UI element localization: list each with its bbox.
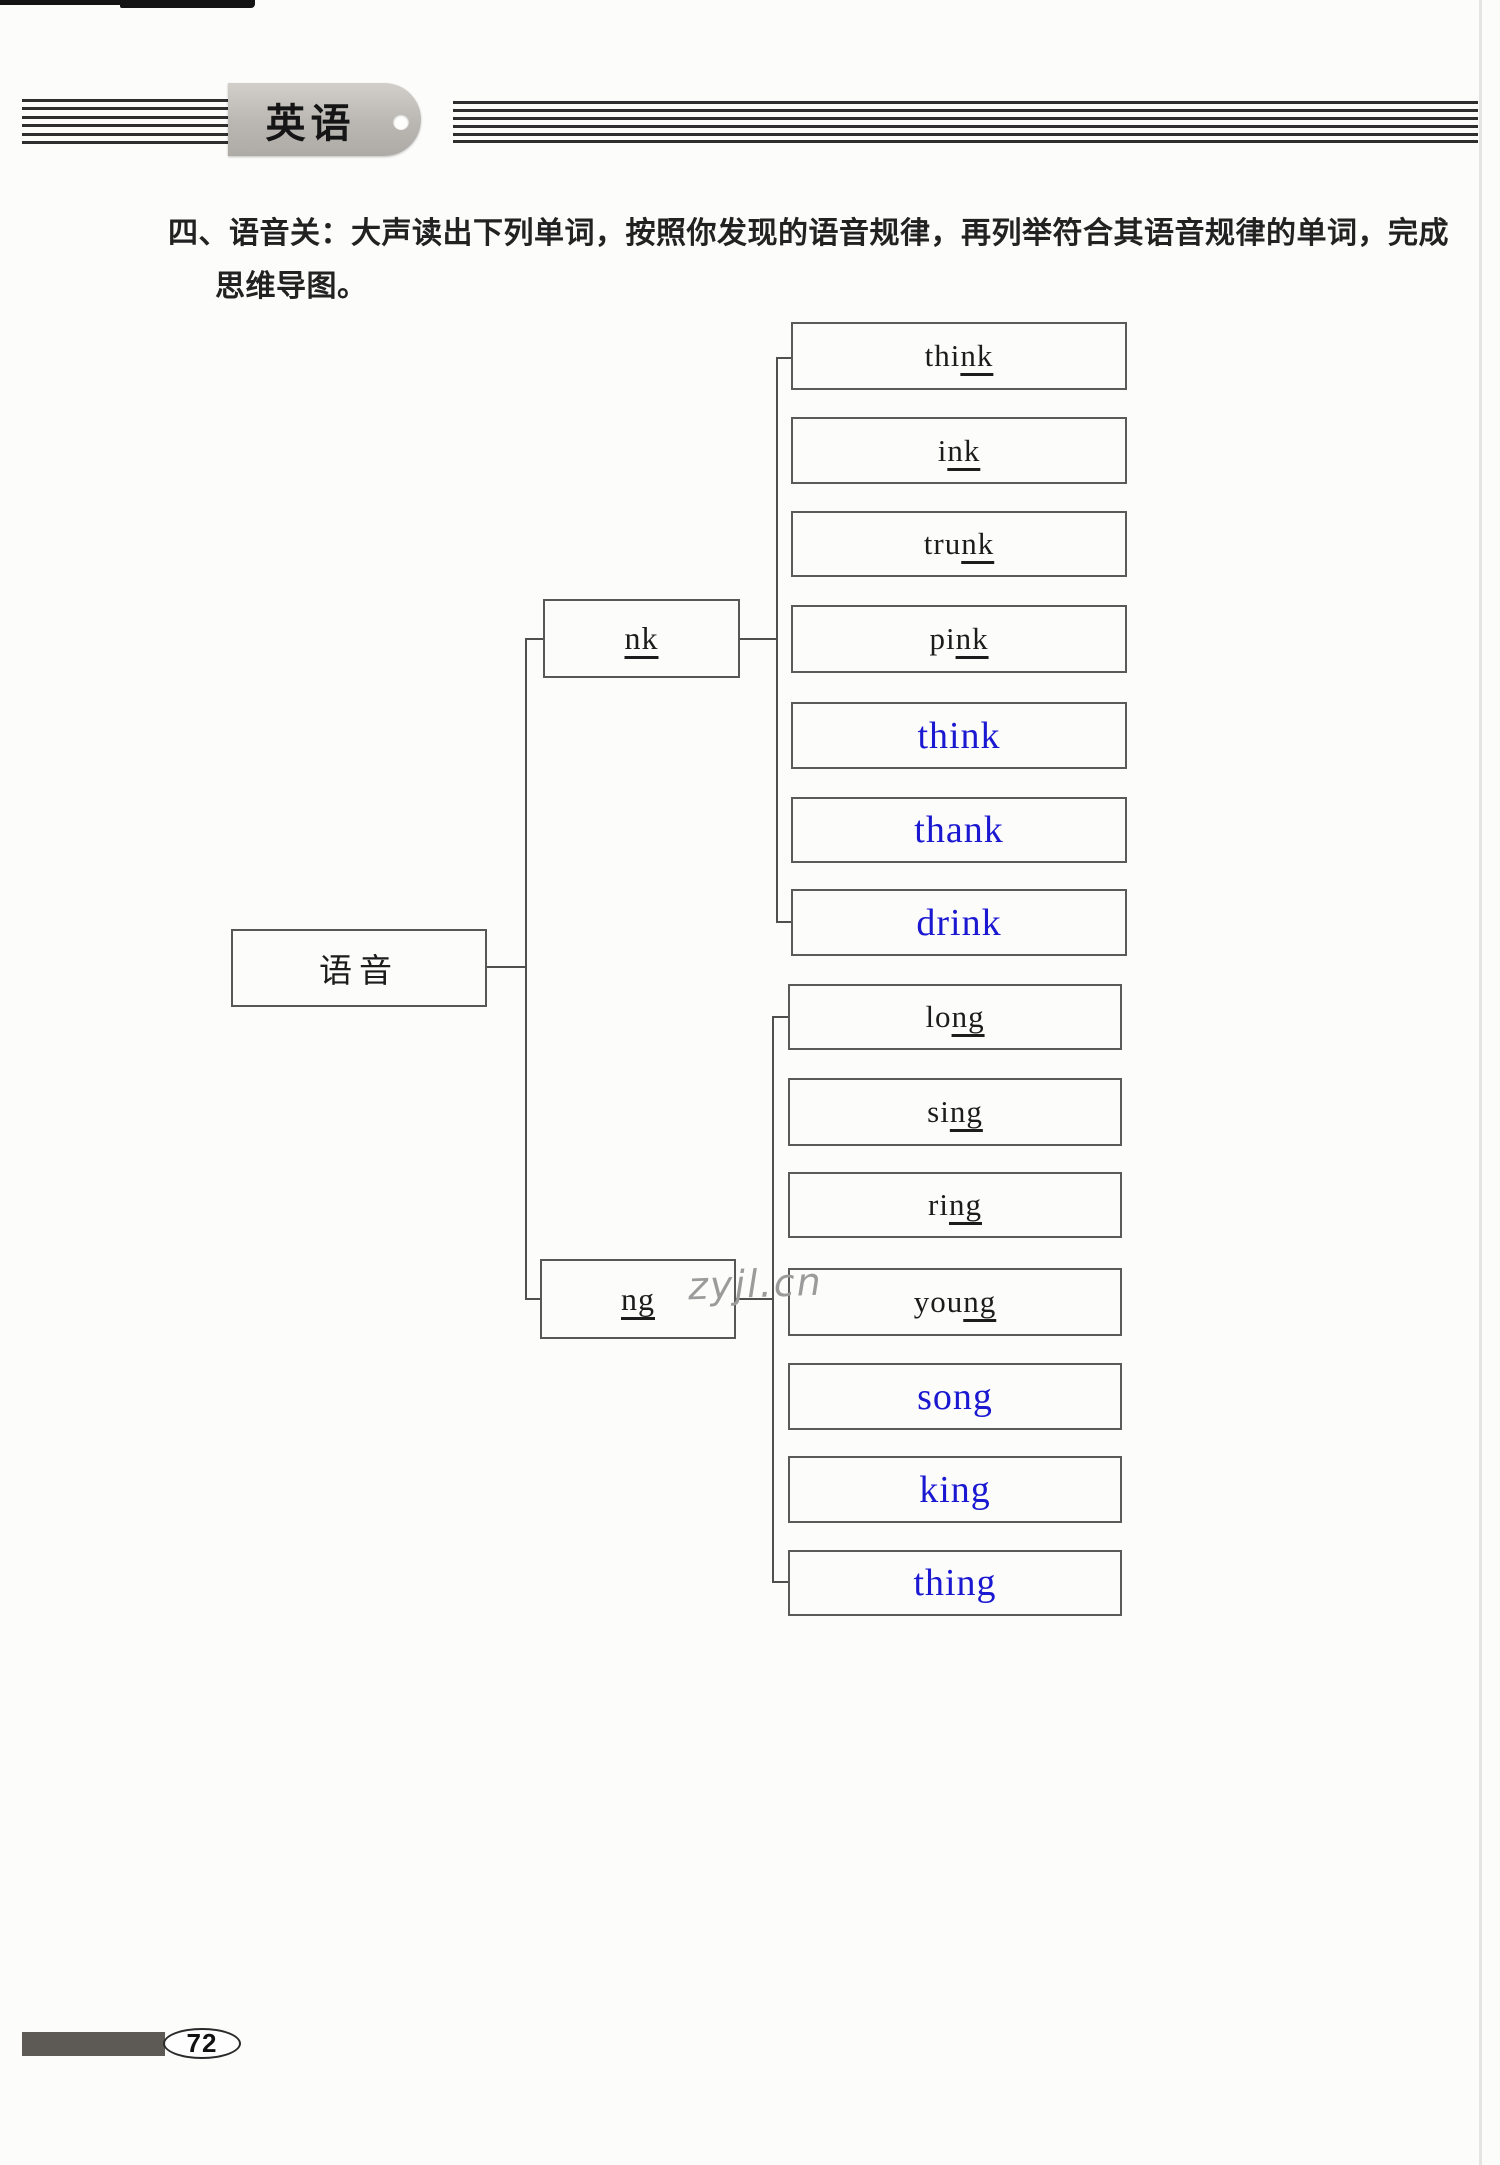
subject-tag-label: 英语: [265, 101, 356, 146]
word-box-ring-printed: ring: [788, 1172, 1122, 1238]
word-label: pink: [929, 621, 989, 656]
answer-box-drink: drink: [791, 889, 1127, 956]
answer-label: song: [917, 1375, 993, 1418]
header-line: [453, 140, 1478, 143]
connector-ng-bottom: [772, 1581, 788, 1583]
connector-root: [487, 966, 525, 968]
word-box-long-printed: long: [788, 984, 1122, 1050]
answer-box-song: song: [788, 1363, 1122, 1430]
scan-artifact: [120, 0, 255, 8]
connector-to-ng: [525, 1298, 540, 1300]
answer-label: think: [917, 714, 1001, 757]
branch-node-nk: nk: [543, 599, 740, 678]
word-box-pink-printed: pink: [791, 605, 1127, 673]
word-label: young: [913, 1284, 997, 1319]
instruction-line-1: 四、语音关：大声读出下列单词，按照你发现的语音规律，再列举符合其语音规律的单词，…: [168, 217, 1449, 250]
word-label: sing: [927, 1094, 983, 1129]
header-line: [453, 101, 1478, 104]
answer-box-thing: thing: [788, 1550, 1122, 1616]
page-number-badge: 72: [163, 2028, 241, 2059]
page-number: 72: [186, 2028, 218, 2058]
connector-ng-vertical: [772, 1016, 774, 1583]
instruction-line-2: 思维导图。: [215, 270, 368, 303]
answer-box-king: king: [788, 1456, 1122, 1523]
subject-tag: 英语: [228, 83, 421, 156]
scan-artifact: [0, 0, 130, 5]
connector-nk-out: [740, 638, 778, 640]
header-line: [22, 99, 232, 102]
answer-label: thing: [913, 1562, 997, 1604]
header-line: [453, 109, 1478, 112]
word-box-young-printed: young: [788, 1268, 1122, 1336]
branch-node-ng: ng: [540, 1259, 736, 1339]
page-edge-shadow: [1479, 0, 1482, 2165]
connector-main-vertical: [525, 638, 527, 1300]
word-label: trunk: [923, 526, 995, 561]
connector-ng-out: [736, 1298, 774, 1300]
word-box-think-printed: think: [791, 322, 1127, 390]
root-label: 语音: [319, 954, 399, 990]
tag-hole: [393, 114, 409, 130]
header-line: [453, 125, 1478, 128]
watermark: zyjl.cn: [687, 1259, 824, 1309]
header-line: [22, 107, 232, 110]
answer-box-think: think: [791, 702, 1127, 769]
connector-ng-top: [772, 1016, 788, 1018]
header-line: [453, 133, 1478, 136]
word-box-sing-printed: sing: [788, 1078, 1122, 1146]
header-line: [22, 124, 232, 127]
word-label: long: [925, 999, 985, 1034]
word-label: ink: [937, 432, 981, 468]
header-line: [22, 116, 232, 119]
connector-nk-bottom: [776, 921, 792, 923]
connector-nk-vertical: [776, 357, 778, 923]
word-label: ring: [928, 1187, 982, 1222]
header-line: [22, 133, 232, 136]
header-line: [453, 117, 1478, 120]
branch-label-ng: ng: [621, 1280, 655, 1317]
footer-bar: [22, 2032, 165, 2056]
word-label: think: [924, 338, 994, 373]
answer-label: king: [919, 1468, 991, 1511]
connector-nk-top: [776, 357, 793, 359]
answer-label: drink: [916, 901, 1002, 944]
header-line: [22, 141, 232, 144]
connector-to-nk: [525, 638, 543, 640]
word-box-trunk-printed: trunk: [791, 511, 1127, 577]
answer-box-thank: thank: [791, 797, 1127, 863]
word-box-ink-printed: ink: [791, 417, 1127, 484]
root-node: 语音: [231, 929, 487, 1007]
branch-label-nk: nk: [624, 620, 659, 656]
answer-label: thank: [914, 809, 1004, 851]
